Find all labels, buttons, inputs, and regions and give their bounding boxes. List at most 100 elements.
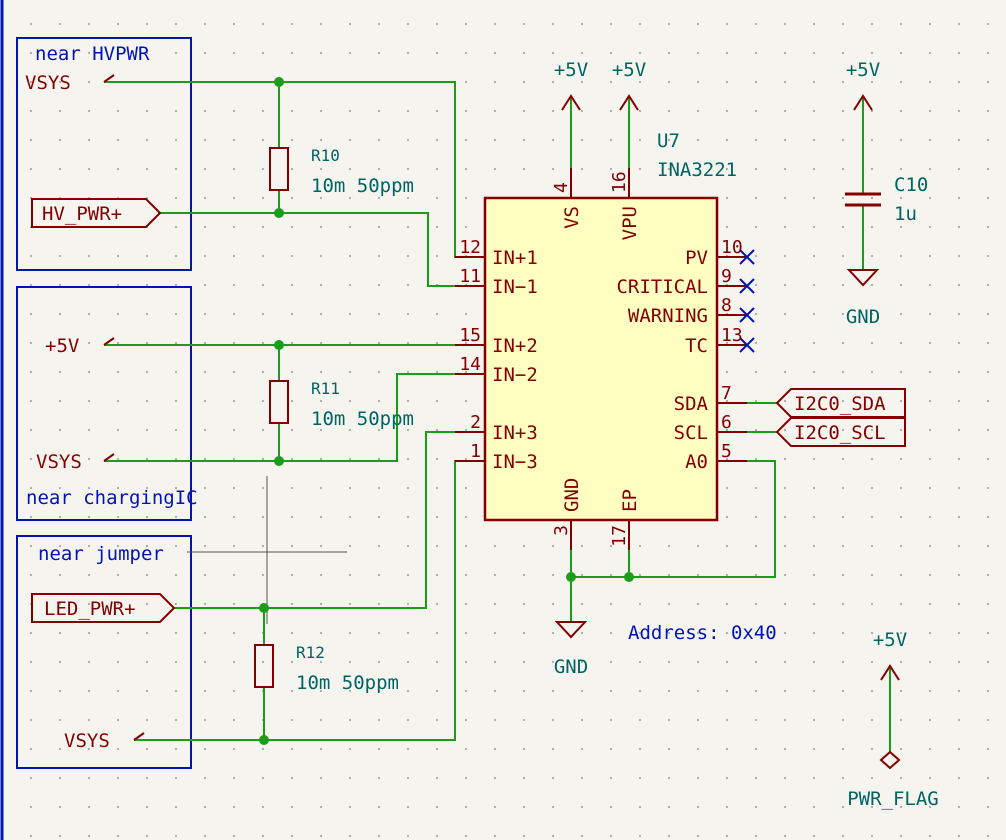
grid-dot bbox=[841, 283, 845, 287]
grid-dot bbox=[638, 573, 642, 577]
grid-dot bbox=[348, 167, 352, 171]
grid-dot bbox=[58, 312, 62, 316]
grid-dot bbox=[725, 225, 729, 229]
grid-dot bbox=[754, 370, 758, 374]
grid-dot bbox=[667, 51, 671, 55]
grid-dot bbox=[29, 22, 33, 26]
no-connect-markers bbox=[739, 249, 755, 353]
grid-dot bbox=[348, 515, 352, 519]
grid-dot bbox=[29, 428, 33, 432]
grid-dot bbox=[783, 283, 787, 287]
grid-dot bbox=[290, 747, 294, 751]
grid-dot bbox=[377, 486, 381, 490]
grid-dot bbox=[232, 602, 236, 606]
grid-dot bbox=[377, 399, 381, 403]
grid-dot bbox=[580, 51, 584, 55]
grid-dot bbox=[29, 805, 33, 809]
grid-dot bbox=[783, 834, 787, 838]
sda-label: I2C0_SDA bbox=[794, 393, 886, 415]
grid-dot bbox=[812, 573, 816, 577]
grid-dot bbox=[986, 834, 990, 838]
grid-dot bbox=[58, 573, 62, 577]
grid-dot bbox=[928, 196, 932, 200]
grid-dot bbox=[551, 602, 555, 606]
grid-dot bbox=[464, 51, 468, 55]
hv-pwr-label-shape bbox=[31, 198, 162, 228]
grid-dot bbox=[406, 689, 410, 693]
grid-dot bbox=[986, 51, 990, 55]
grid-dot bbox=[841, 51, 845, 55]
grid-dot bbox=[58, 167, 62, 171]
grid-dot bbox=[87, 283, 91, 287]
grid-dot bbox=[725, 544, 729, 548]
grid-dot bbox=[783, 312, 787, 316]
grid-dot bbox=[406, 341, 410, 345]
junctions bbox=[259, 77, 634, 745]
grid-dot bbox=[870, 689, 874, 693]
grid-dot bbox=[348, 196, 352, 200]
grid-dot bbox=[754, 718, 758, 722]
grid-dot bbox=[870, 631, 874, 635]
grid-dot bbox=[29, 399, 33, 403]
grid-dot bbox=[290, 51, 294, 55]
grid-dot bbox=[580, 718, 584, 722]
grid-dot bbox=[319, 225, 323, 229]
grid-dot bbox=[928, 312, 932, 316]
box-near-charging-ic bbox=[16, 286, 192, 521]
grid-dot bbox=[348, 660, 352, 664]
grid-dot bbox=[725, 457, 729, 461]
grid-dot bbox=[551, 776, 555, 780]
grid-dot bbox=[899, 515, 903, 519]
grid-dot bbox=[290, 834, 294, 838]
grid-dot bbox=[899, 805, 903, 809]
grid-dot bbox=[899, 138, 903, 142]
grid-dot bbox=[377, 196, 381, 200]
grid-dot bbox=[580, 834, 584, 838]
grid-dot bbox=[58, 776, 62, 780]
grid-dot bbox=[899, 109, 903, 113]
grid-dot bbox=[696, 718, 700, 722]
grid-dot bbox=[928, 80, 932, 84]
grid-dot bbox=[812, 805, 816, 809]
grid-dot bbox=[29, 689, 33, 693]
grid-dot bbox=[29, 515, 33, 519]
grid-dot bbox=[87, 747, 91, 751]
grid-dot bbox=[493, 80, 497, 84]
grid-dot bbox=[609, 602, 613, 606]
grid-dot bbox=[348, 544, 352, 548]
grid-dot bbox=[928, 689, 932, 693]
grid-dot bbox=[406, 544, 410, 548]
grid-dot bbox=[638, 80, 642, 84]
grid-dot bbox=[174, 167, 178, 171]
grid-dot bbox=[841, 515, 845, 519]
grid-dot bbox=[725, 486, 729, 490]
grid-dot bbox=[435, 457, 439, 461]
grid-dot bbox=[174, 486, 178, 490]
grid-dot bbox=[29, 776, 33, 780]
grid-dot bbox=[29, 370, 33, 374]
junction bbox=[259, 603, 269, 613]
grid-dot bbox=[696, 167, 700, 171]
grid-dot bbox=[58, 718, 62, 722]
grid-dot bbox=[116, 747, 120, 751]
grid-dot bbox=[348, 225, 352, 229]
pin-name-right: CRITICAL bbox=[616, 276, 708, 298]
grid-dot bbox=[174, 399, 178, 403]
grid-dot bbox=[377, 602, 381, 606]
grid-dot bbox=[58, 51, 62, 55]
grid-dot bbox=[464, 80, 468, 84]
grid-dot bbox=[522, 805, 526, 809]
grid-dot bbox=[841, 544, 845, 548]
wire-ledpwr-in+3 bbox=[174, 431, 485, 609]
grid-dot bbox=[667, 167, 671, 171]
grid-dot bbox=[638, 834, 642, 838]
grid-dot bbox=[290, 196, 294, 200]
grid-dot bbox=[696, 805, 700, 809]
grid-dot bbox=[841, 399, 845, 403]
grid-dot bbox=[986, 689, 990, 693]
grid-dot bbox=[406, 370, 410, 374]
grid-dot bbox=[812, 138, 816, 142]
grid-dot bbox=[203, 515, 207, 519]
grid-dot bbox=[174, 573, 178, 577]
grid-dot bbox=[174, 689, 178, 693]
